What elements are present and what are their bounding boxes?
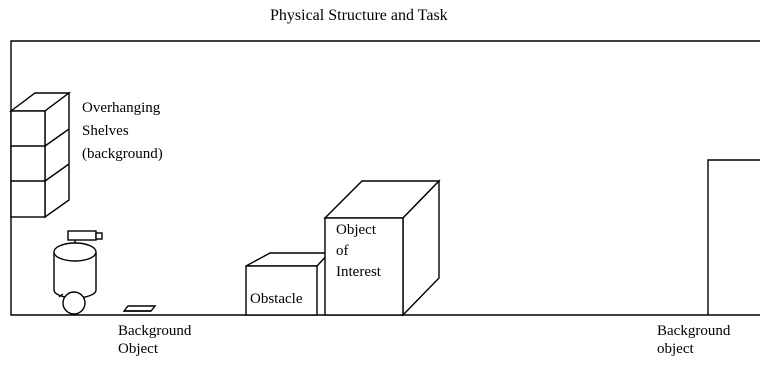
shelves-label-line-3: (background) [82, 146, 163, 162]
shelves-label-line-2: Shelves [82, 123, 129, 139]
background-object-right-label-line-1: Background [657, 323, 731, 339]
background-object-left-label-line-1: Background [118, 323, 192, 339]
object-of-interest [323, 179, 441, 317]
object-of-interest-label-line-3: Interest [336, 264, 381, 280]
object-of-interest-label-line-1: Object [336, 222, 376, 238]
background-object-right-label-line-2: object [657, 341, 694, 357]
obstacle-label: Obstacle [250, 291, 303, 307]
background-object-small [122, 305, 157, 312]
shelves-label-line-1: Overhanging [82, 100, 161, 116]
background-object-right [707, 159, 760, 315]
diagram-title: Physical Structure and Task [270, 7, 448, 24]
object-of-interest-label-line-2: of [336, 243, 349, 259]
overhanging-shelves [8, 91, 72, 219]
background-object-left-label-line-2: Object [118, 341, 158, 357]
obstacle [245, 252, 331, 316]
robot [53, 230, 103, 315]
